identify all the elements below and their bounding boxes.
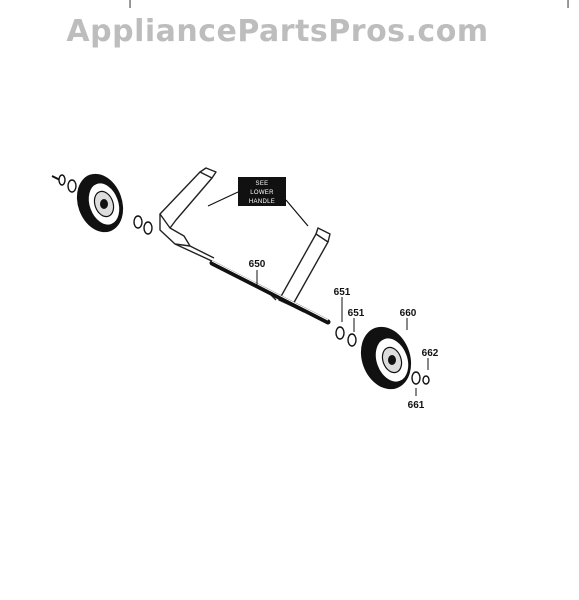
right-wheel-hardware xyxy=(335,326,430,385)
watermark-text: AppliancePartsPros.com xyxy=(66,14,489,49)
see-lower-handle-callout xyxy=(207,177,309,227)
part-label-660: 660 xyxy=(400,308,417,319)
callout-line-1: SEE xyxy=(256,181,269,187)
part-label-662: 662 xyxy=(422,348,439,359)
right-wheel xyxy=(360,326,412,390)
part-label-651-upper: 651 xyxy=(334,287,351,298)
leader-lines xyxy=(256,270,429,396)
left-wheel xyxy=(76,173,124,233)
corner-mark-left: | xyxy=(128,0,133,8)
callout-line-2: LOWER xyxy=(250,190,274,196)
part-label-650: 650 xyxy=(249,259,266,270)
callout-line-3: HANDLE xyxy=(249,199,275,205)
corner-mark-right: | xyxy=(566,0,571,8)
left-wheel-hardware xyxy=(51,174,153,235)
part-label-661: 661 xyxy=(408,400,425,411)
part-label-651-lower: 651 xyxy=(348,308,365,319)
axle-rod xyxy=(209,260,331,325)
